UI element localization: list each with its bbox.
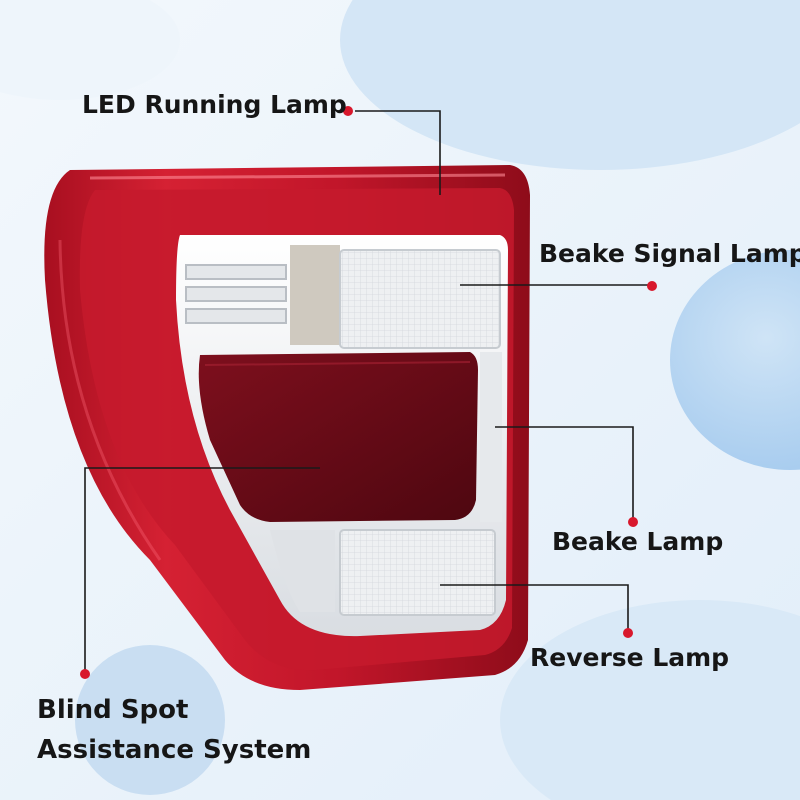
blind-spot-label-line1: Blind Spot	[37, 695, 189, 725]
brake-lamp-label: Beake Lamp	[552, 527, 724, 556]
brake-signal-lamp-label: Beake Signal Lamp	[539, 239, 800, 268]
blind-spot-label: Blind Spot Assistance System	[37, 690, 311, 770]
reverse-lamp-label: Reverse Lamp	[530, 643, 730, 672]
led-running-lamp-label: LED Running Lamp	[82, 90, 347, 119]
blind-spot-label-line2: Assistance System	[37, 735, 312, 765]
